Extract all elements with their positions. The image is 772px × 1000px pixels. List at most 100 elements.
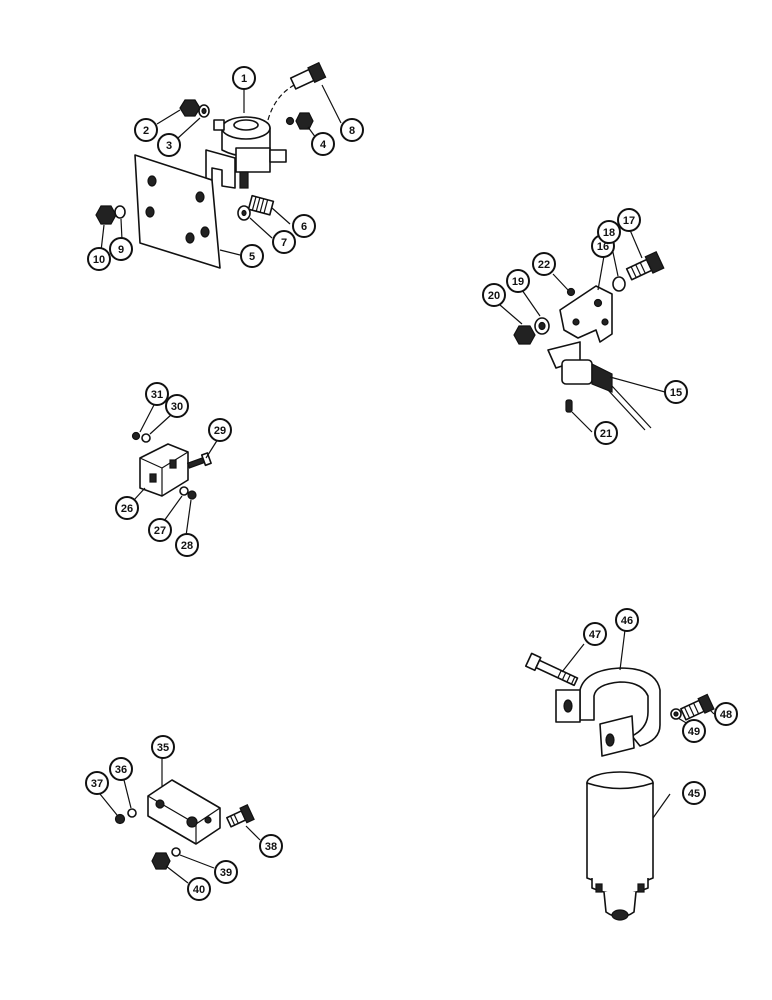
relay-terminal xyxy=(169,459,177,469)
callout-17: 17 xyxy=(617,208,641,232)
coil-terminal xyxy=(595,883,603,893)
callout-number: 45 xyxy=(688,788,700,800)
washer-49-hole xyxy=(673,711,679,717)
clamp-tab-hole xyxy=(605,733,615,747)
nut-22 xyxy=(566,287,576,297)
callout-circle xyxy=(311,132,335,156)
callout-number: 49 xyxy=(688,726,700,738)
terminal-strip-assembly xyxy=(99,758,261,884)
callout-number: 46 xyxy=(621,615,633,627)
callout-circle xyxy=(208,418,232,442)
relay-body xyxy=(139,443,189,497)
coil-clamp-assembly xyxy=(524,629,715,921)
bolt-6 xyxy=(247,194,275,216)
nut-28 xyxy=(187,490,197,500)
callout-46: 46 xyxy=(615,608,639,632)
washer-27 xyxy=(179,486,189,496)
leader-line xyxy=(120,218,123,241)
callout-number: 26 xyxy=(121,503,133,515)
callout-47: 47 xyxy=(583,622,607,646)
bracket-hole xyxy=(593,298,603,308)
leader-line xyxy=(609,376,666,393)
leader-line xyxy=(205,438,219,459)
callout-8: 8 xyxy=(340,118,364,142)
washer-18 xyxy=(612,276,626,292)
callout-7: 7 xyxy=(272,230,296,254)
callout-circle xyxy=(175,533,199,557)
leader-line xyxy=(552,273,569,291)
callout-30: 30 xyxy=(165,394,189,418)
callout-27: 27 xyxy=(148,518,172,542)
callout-number: 21 xyxy=(600,428,612,440)
callout-49: 49 xyxy=(682,719,706,743)
washer-3-hole xyxy=(201,107,207,115)
washer-9 xyxy=(114,205,126,219)
callout-number: 6 xyxy=(301,221,307,233)
screw-21 xyxy=(565,399,573,413)
nut-4 xyxy=(295,112,314,130)
callout-circle xyxy=(272,230,296,254)
callout-number: 38 xyxy=(265,841,277,853)
callout-45: 45 xyxy=(682,781,706,805)
switch-wire xyxy=(611,385,652,429)
callout-circle xyxy=(714,702,738,726)
callout-number: 2 xyxy=(143,125,149,137)
callout-number: 17 xyxy=(623,215,635,227)
leader-line xyxy=(619,629,626,671)
callout-number: 30 xyxy=(171,401,183,413)
callout-number: 39 xyxy=(220,867,232,879)
callout-number: 5 xyxy=(249,251,255,263)
callout-5: 5 xyxy=(240,244,264,268)
callout-38: 38 xyxy=(259,834,283,858)
terminal-post xyxy=(186,816,198,828)
solenoid-bracket xyxy=(205,149,236,189)
leader-line xyxy=(321,84,342,124)
callout-4: 4 xyxy=(311,132,335,156)
washer-7-hole xyxy=(241,209,247,217)
callout-number: 27 xyxy=(154,525,166,537)
leader-line xyxy=(179,854,215,869)
terminal-post xyxy=(155,799,165,809)
clamp-tab-right xyxy=(599,715,635,757)
bracket-hole xyxy=(601,318,609,326)
leader-line xyxy=(185,499,192,537)
plate-hole xyxy=(185,232,195,244)
callout-35: 35 xyxy=(151,735,175,759)
leader-line xyxy=(629,229,643,259)
solenoid-lower-housing xyxy=(235,147,271,173)
callout-15: 15 xyxy=(664,380,688,404)
switch-boot xyxy=(591,363,613,393)
callout-18: 18 xyxy=(597,220,621,244)
callout-circle xyxy=(232,66,256,90)
screw-29 xyxy=(186,452,212,469)
plate-hole xyxy=(195,191,205,203)
callout-1: 1 xyxy=(232,66,256,90)
leader-line xyxy=(652,793,671,819)
switch-body xyxy=(561,359,593,385)
callout-circle xyxy=(682,719,706,743)
callout-circle xyxy=(340,118,364,142)
callout-circle xyxy=(292,214,316,238)
callout-number: 31 xyxy=(151,389,163,401)
solenoid-terminal xyxy=(239,171,249,189)
callout-circle xyxy=(151,735,175,759)
assembly-path-line xyxy=(267,83,297,121)
callout-number: 29 xyxy=(214,425,226,437)
callout-number: 9 xyxy=(118,244,124,256)
callout-number: 16 xyxy=(597,241,609,253)
leader-line xyxy=(149,413,173,435)
callout-circle xyxy=(240,244,264,268)
relay-body-edge xyxy=(139,451,189,496)
callout-9: 9 xyxy=(109,237,133,261)
callout-circle xyxy=(187,877,211,901)
callout-circle xyxy=(597,220,621,244)
leader-line xyxy=(165,865,189,884)
nut-37 xyxy=(114,813,126,825)
callout-circle xyxy=(617,208,641,232)
nut-20 xyxy=(513,325,536,345)
callout-number: 10 xyxy=(93,254,105,266)
leader-line xyxy=(521,289,541,317)
solenoid-side-stud xyxy=(213,119,225,131)
washer-36 xyxy=(127,808,137,818)
